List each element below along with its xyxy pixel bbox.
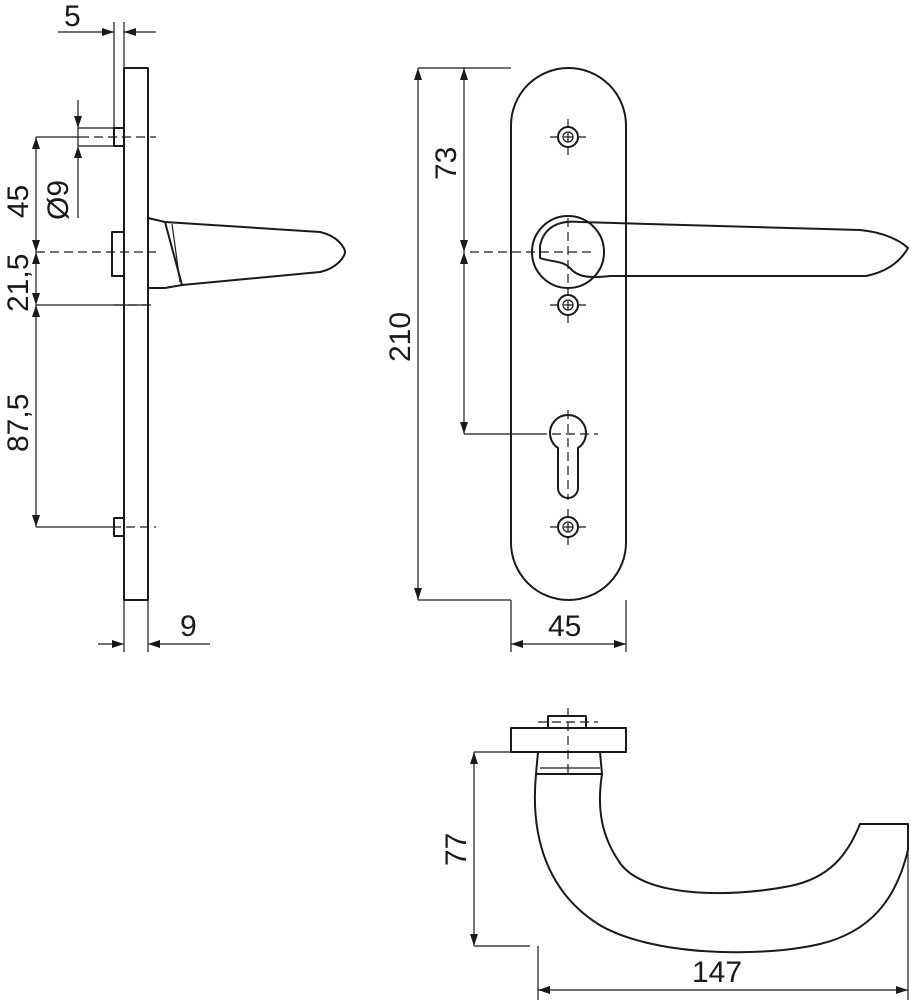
top-view: 77 147 xyxy=(440,708,909,1000)
dim-side-top-screw-to-spindle: 45 xyxy=(2,185,35,218)
dim-side-pin-diameter: Ø9 xyxy=(42,180,75,220)
front-view: 210 73 45 xyxy=(384,67,909,652)
dim-side-spindle-to-bottom-screw: 87,5 xyxy=(2,394,35,452)
dim-front-top-to-spindle: 73 xyxy=(430,147,463,180)
side-view: 5 Ø9 45 21,5 87,5 9 xyxy=(2,0,346,652)
dim-front-plate-width: 45 xyxy=(548,610,581,643)
dim-top-handle-height: 77 xyxy=(440,833,473,866)
side-back-plate xyxy=(123,67,149,601)
dim-front-plate-height: 210 xyxy=(384,312,417,362)
dim-side-spindle-offset: 21,5 xyxy=(2,254,35,312)
front-middle-screw-icon xyxy=(550,287,586,323)
top-collar xyxy=(535,751,603,775)
front-top-screw-icon xyxy=(550,119,586,155)
front-keyhole xyxy=(549,414,587,499)
top-curved-lever xyxy=(533,773,909,954)
side-lever xyxy=(147,217,346,289)
front-escutcheon-plate xyxy=(510,67,627,601)
dim-side-plate-offset: 5 xyxy=(64,0,81,33)
side-spindle-boss xyxy=(111,231,125,277)
dim-top-handle-length: 147 xyxy=(692,956,742,989)
front-bottom-screw-icon xyxy=(550,509,586,545)
dim-side-plate-thickness: 9 xyxy=(180,610,197,643)
front-lever xyxy=(539,220,909,278)
